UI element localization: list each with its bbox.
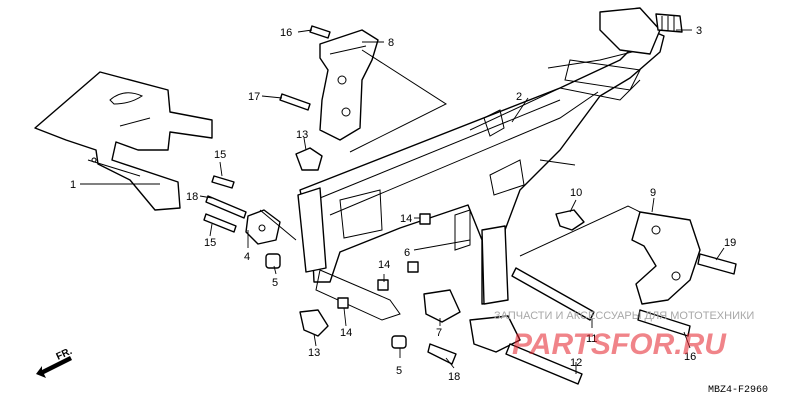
callout-18a: 18 [186, 191, 198, 203]
front-arrow-icon: FR. [36, 346, 74, 378]
callout-10: 10 [570, 187, 582, 199]
collar [265, 253, 407, 349]
callout-7: 7 [436, 327, 442, 339]
callout-5b: 5 [396, 365, 402, 377]
diagram-code: MBZ4-F2960 [708, 385, 768, 396]
callout-16a: 16 [280, 27, 292, 39]
clamp [295, 147, 585, 337]
bolt [203, 25, 737, 385]
callout-12: 12 [570, 357, 582, 369]
leader-lines [80, 29, 725, 374]
callout-15b: 15 [204, 237, 216, 249]
callout-13b: 13 [308, 347, 320, 359]
lower-bracket [423, 289, 521, 353]
callout-9: 9 [650, 187, 656, 199]
watermark-brand: PARTSFOR.RU [512, 328, 727, 361]
callout-14b: 14 [378, 259, 390, 271]
callout-3: 3 [696, 25, 702, 37]
callout-2: 2 [516, 91, 522, 103]
callout-16b: 16 [684, 351, 696, 363]
floor-plate [34, 71, 213, 211]
nut [337, 213, 431, 309]
callout-19: 19 [724, 237, 736, 249]
callout-6: 6 [404, 247, 410, 259]
callout-1: 1 [70, 179, 76, 191]
callout-4: 4 [244, 251, 250, 263]
callout-14a: 14 [400, 213, 412, 225]
callout-17: 17 [248, 91, 260, 103]
rear-bracket [631, 211, 701, 305]
callout-13a: 13 [296, 129, 308, 141]
upper-bracket [319, 29, 379, 141]
callout-labels: 1 2 3 4 5 5 6 7 8 9 10 11 12 13 13 14 14… [70, 25, 736, 383]
callout-15a: 15 [214, 149, 226, 161]
watermark: ЗАПЧАСТИ И АКСЕССУАРЫ ДЛЯ МОТОТЕХНИКИ PA… [494, 310, 754, 361]
guide-lines [259, 49, 641, 257]
callout-18b: 18 [448, 371, 460, 383]
callout-5a: 5 [272, 277, 278, 289]
main-frame [297, 7, 665, 321]
callout-11: 11 [586, 333, 597, 345]
small-bracket [245, 209, 281, 245]
rubber-block [655, 13, 683, 33]
watermark-tagline: ЗАПЧАСТИ И АКСЕССУАРЫ ДЛЯ МОТОТЕХНИКИ [494, 310, 754, 322]
callout-14c: 14 [340, 327, 352, 339]
callout-8: 8 [388, 37, 394, 49]
